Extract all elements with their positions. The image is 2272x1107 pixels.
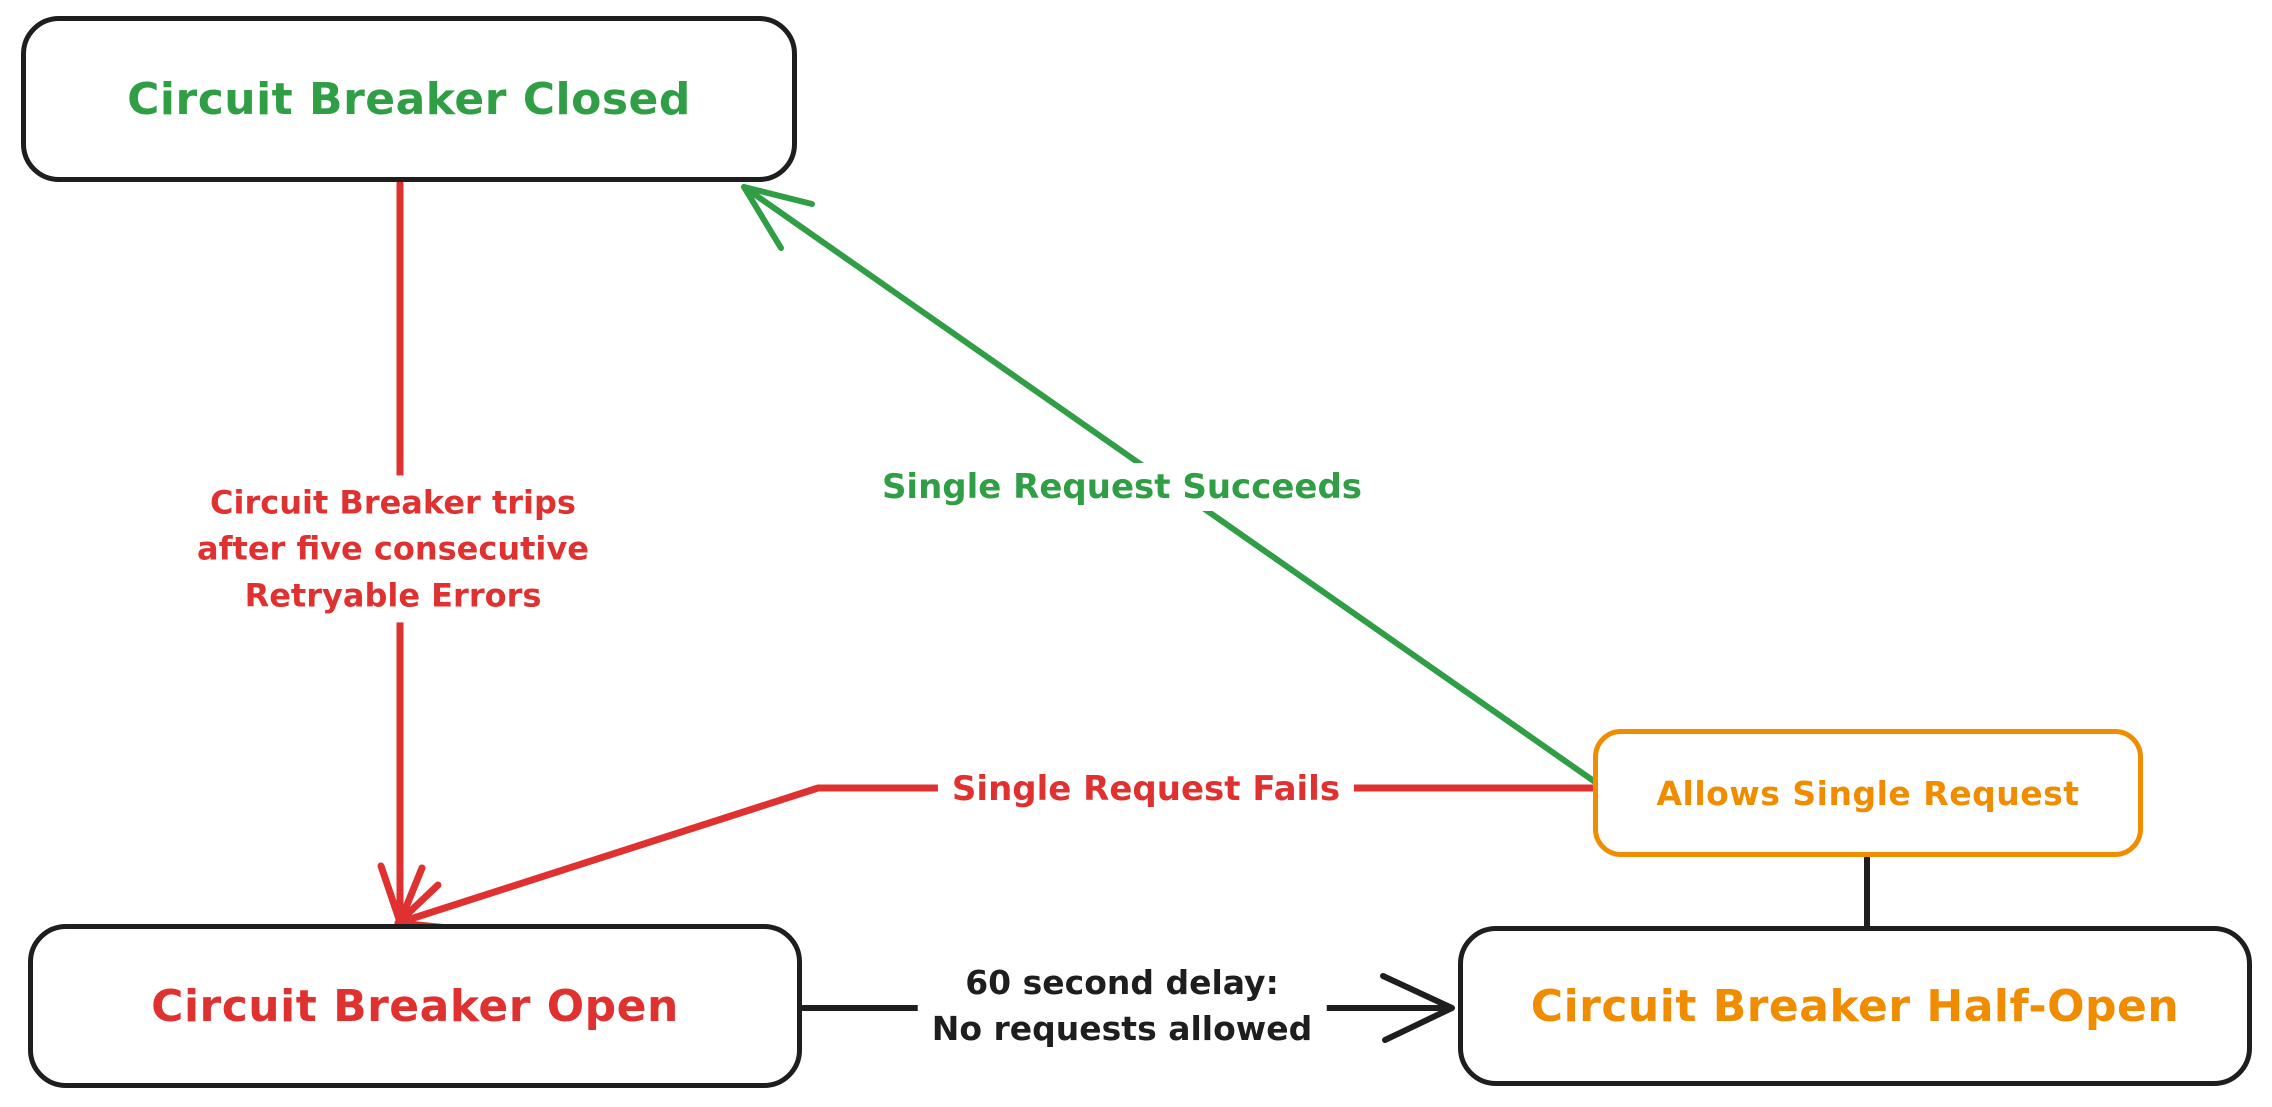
edge-label-single-request-succeeds: Single Request Succeeds [867,463,1377,511]
edge-label-delay-line-1: 60 second delay: [965,962,1279,1002]
node-circuit-breaker-closed: Circuit Breaker Closed [21,16,797,182]
node-circuit-breaker-half-open: Circuit Breaker Half-Open [1458,926,2252,1086]
node-circuit-breaker-half-open-label: Circuit Breaker Half-Open [1530,980,2180,1032]
edge-label-delay-line-2: No requests allowed [931,1009,1313,1048]
node-circuit-breaker-open-label: Circuit Breaker Open [151,980,679,1032]
edge-label-trip-line-3: Retryable Errors [244,576,542,615]
node-allows-single-request: Allows Single Request [1593,729,2143,857]
edge-label-trip-line-1: Circuit Breaker trips [210,483,576,522]
edge-succeeds-arrowhead [741,184,815,251]
node-allows-single-request-label: Allows Single Request [1656,773,2080,813]
node-circuit-breaker-closed-label: Circuit Breaker Closed [127,73,691,125]
edge-label-delay: 60 second delay: No requests allowed [917,955,1327,1057]
edge-label-trip: Circuit Breaker trips after five consecu… [183,475,603,623]
edge-delay-arrowhead [1380,973,1455,1043]
edge-label-single-request-fails: Single Request Fails [937,765,1355,813]
edge-label-trip-line-2: after five consecutive [197,529,589,568]
node-circuit-breaker-open: Circuit Breaker Open [28,924,802,1088]
